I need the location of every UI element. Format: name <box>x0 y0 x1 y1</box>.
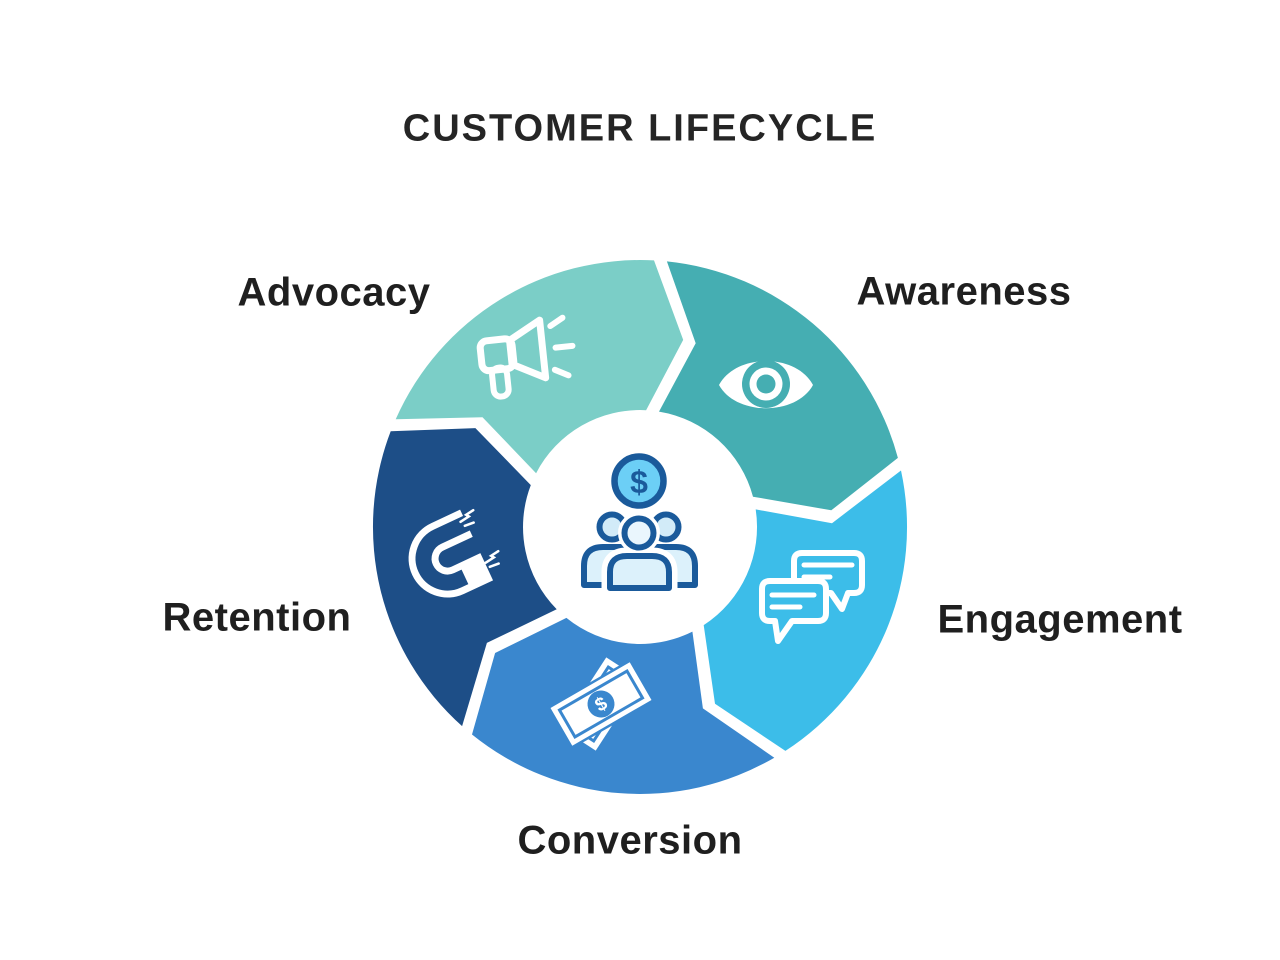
diagram-title: CUSTOMER LIFECYCLE <box>402 107 878 150</box>
front-bill: $ <box>547 658 655 750</box>
dollar-sign: $ <box>630 464 648 500</box>
chat-bubbles-icon <box>759 550 865 644</box>
segment-advocacy <box>395 260 684 474</box>
stage-label-awareness: Awareness <box>856 269 1072 314</box>
stage-label-conversion: Conversion <box>517 818 743 863</box>
money-bills-icon: $ <box>547 657 655 751</box>
customers-with-money-icon: $ <box>581 453 698 597</box>
magnet-spark <box>459 508 475 528</box>
coin-icon <box>611 453 667 509</box>
stage-label-retention: Retention <box>162 595 352 640</box>
eye-icon <box>719 360 813 409</box>
magnet-spark <box>484 549 500 569</box>
stage-label-advocacy: Advocacy <box>237 270 431 315</box>
megaphone-icon <box>476 314 576 400</box>
magnet-icon <box>408 508 500 598</box>
stage-label-engagement: Engagement <box>937 597 1183 642</box>
